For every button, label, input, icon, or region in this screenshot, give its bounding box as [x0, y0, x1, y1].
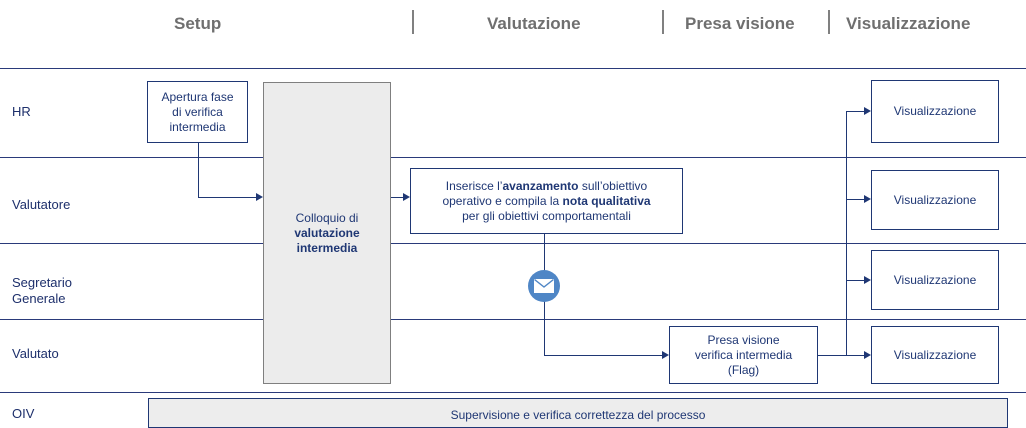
box-line: verifica intermedia — [694, 347, 793, 362]
lane-separator — [0, 68, 1026, 69]
apertura-fase-box: Apertura fase di verifica intermedia — [147, 81, 248, 143]
box-text: Visualizzazione — [893, 192, 977, 207]
lane-label-oiv: OIV — [12, 406, 35, 421]
box-text: Inserisce l’ — [445, 178, 503, 193]
box-line: (Flag) — [727, 362, 760, 377]
colloquio-valutazione-box: Colloquio di valutazione intermedia — [263, 82, 391, 384]
box-line: intermedia — [169, 119, 226, 134]
box-line: Inserisce l’avanzamento sull’obiettivo — [442, 179, 650, 194]
connector-line — [198, 143, 199, 198]
box-text: sull’obiettivo — [578, 178, 648, 193]
connector-line — [544, 301, 545, 356]
colloquio-bold-line: valutazione — [294, 225, 360, 240]
connector-line — [818, 355, 864, 356]
box-text: Visualizzazione — [893, 347, 977, 362]
box-bold-text: avanzamento — [502, 178, 579, 193]
visualizzazione-box-valutatore: Visualizzazione — [871, 170, 999, 230]
lane-label-line: Generale — [12, 291, 66, 306]
box-bold-text: nota qualitativa — [562, 193, 651, 208]
box-line: Presa visione — [707, 332, 780, 347]
phase-visualizzazione: Visualizzazione — [846, 14, 971, 33]
lane-separator — [0, 157, 1026, 158]
arrow-right-icon — [662, 351, 669, 359]
box-line: operativo e compila la nota qualitativa — [442, 194, 650, 209]
oiv-supervision-text: Supervisione e verifica correttezza del … — [450, 408, 706, 422]
oiv-supervision-box: Supervisione e verifica correttezza del … — [148, 398, 1008, 428]
arrow-right-icon — [864, 195, 871, 203]
phase-separator — [828, 10, 830, 34]
arrow-right-icon — [864, 351, 871, 359]
lane-separator — [0, 243, 1026, 244]
connector-line — [846, 111, 847, 356]
box-line: di verifica — [172, 104, 223, 119]
phase-valutazione: Valutazione — [487, 14, 581, 33]
connector-line — [391, 197, 403, 198]
lane-separator — [0, 392, 1026, 393]
lane-separator — [0, 319, 1026, 320]
presa-visione-box: Presa visione verifica intermedia (Flag) — [669, 326, 818, 384]
box-line: per gli obiettivi comportamentali — [462, 208, 631, 223]
connector-line — [544, 234, 545, 271]
envelope-icon — [528, 270, 560, 302]
envelope-glyph — [534, 279, 554, 293]
connector-line — [198, 197, 256, 198]
lane-label-valutato: Valutato — [12, 346, 59, 361]
phase-presa-visione: Presa visione — [685, 14, 795, 33]
arrow-right-icon — [864, 107, 871, 115]
box-line: Apertura fase — [161, 89, 234, 104]
phase-separator — [662, 10, 664, 34]
arrow-right-icon — [256, 193, 263, 201]
connector-line — [544, 355, 662, 356]
connector-line — [846, 280, 864, 281]
box-text: Visualizzazione — [893, 272, 977, 287]
connector-line — [846, 111, 864, 112]
inserisce-avanzamento-box: Inserisce l’avanzamento sull’obiettivo o… — [410, 168, 683, 234]
visualizzazione-box-valutato: Visualizzazione — [871, 326, 999, 384]
colloquio-bold-line: intermedia — [296, 240, 358, 255]
box-text: operativo e compila la — [442, 193, 563, 208]
lane-label-valutatore: Valutatore — [12, 197, 71, 212]
box-text: Visualizzazione — [893, 104, 977, 118]
lane-label-line: Segretario — [12, 275, 72, 290]
connector-line — [846, 199, 864, 200]
phase-setup: Setup — [174, 14, 222, 33]
visualizzazione-box-segretario: Visualizzazione — [871, 250, 999, 310]
lane-label-hr: HR — [12, 104, 31, 119]
colloquio-label: Colloquio di — [295, 210, 359, 225]
phase-separator — [412, 10, 414, 34]
arrow-right-icon — [403, 193, 410, 201]
visualizzazione-box-hr: Visualizzazione — [871, 80, 999, 143]
lane-label-segretario-generale: Segretario Generale — [12, 275, 72, 307]
arrow-right-icon — [864, 276, 871, 284]
